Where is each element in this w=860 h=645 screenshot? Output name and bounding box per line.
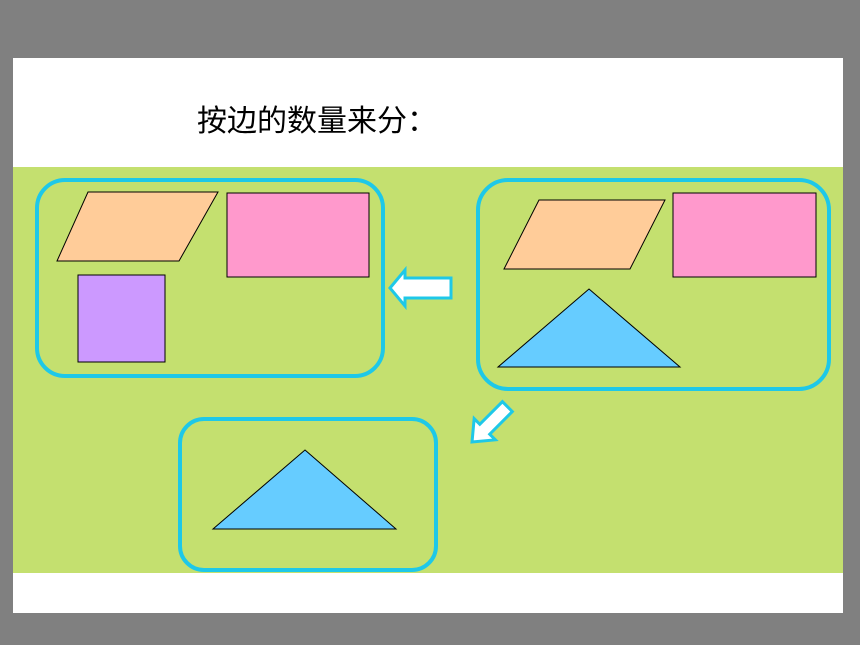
shape-classification-diagram (13, 167, 843, 573)
rectangle-shape (226, 192, 370, 278)
three-sided-group-border (178, 417, 438, 572)
square-shape (77, 274, 166, 363)
parallelogram-shape (503, 199, 666, 270)
green-panel (13, 167, 843, 573)
arrow-left-icon (388, 265, 453, 311)
all-shapes-group (476, 178, 831, 391)
all-shapes-group-border (476, 178, 831, 391)
slide-title: 按边的数量来分： (197, 104, 437, 139)
triangle-shape (496, 288, 682, 368)
triangle-shape (211, 449, 398, 530)
slide: 按边的数量来分： (13, 58, 843, 613)
four-sided-group (35, 178, 385, 378)
rectangle-shape (672, 192, 817, 278)
three-sided-group (178, 417, 438, 572)
four-sided-group-border (35, 178, 385, 378)
arrow-down-left-icon (470, 399, 515, 444)
parallelogram-shape (56, 191, 219, 262)
